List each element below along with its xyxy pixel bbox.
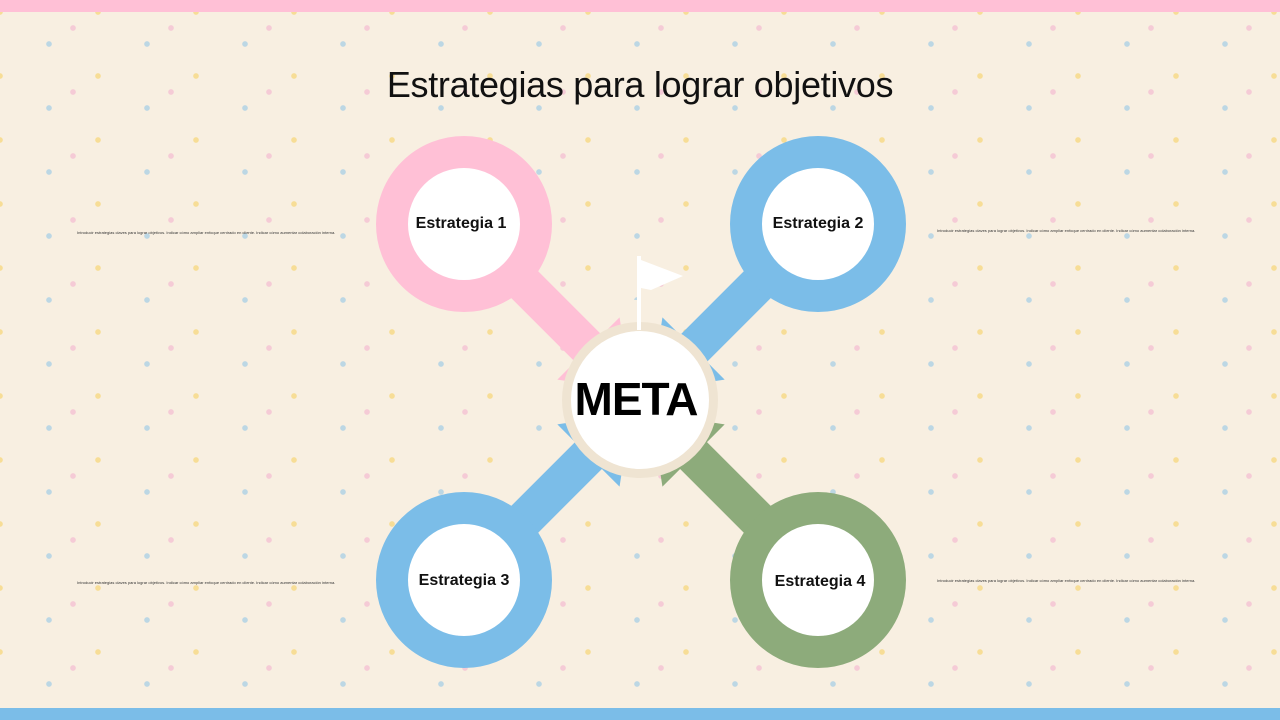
strategy-4-ring — [730, 492, 906, 668]
strategy-3-ring — [376, 492, 552, 668]
strategy-2-ring — [730, 136, 906, 312]
strategy-1-label: Estrategia 1 — [415, 215, 507, 232]
strategy-3-description: Introducir estrategias claves para logra… — [77, 580, 336, 585]
meta-hub — [571, 331, 709, 469]
bottom-accent-bar — [0, 708, 1280, 720]
page-title: Estrategias para lograr objetivos — [386, 64, 894, 105]
strategy-3-label: Estrategia 3 — [418, 572, 510, 589]
strategy-4-description: Introducir estrategias claves para logra… — [937, 578, 1196, 583]
strategy-2-description: Introducir estrategias claves para logra… — [937, 228, 1196, 233]
meta-label: META — [574, 373, 699, 425]
strategy-1-ring — [376, 136, 552, 312]
strategy-1-description: Introducir estrategias claves para logra… — [77, 230, 336, 235]
top-accent-bar — [0, 0, 1280, 12]
strategy-4-label: Estrategia 4 — [774, 573, 866, 590]
flag-icon — [637, 256, 683, 330]
strategy-2-label: Estrategia 2 — [772, 215, 864, 232]
strategy-2-shape[interactable] — [620, 136, 906, 422]
